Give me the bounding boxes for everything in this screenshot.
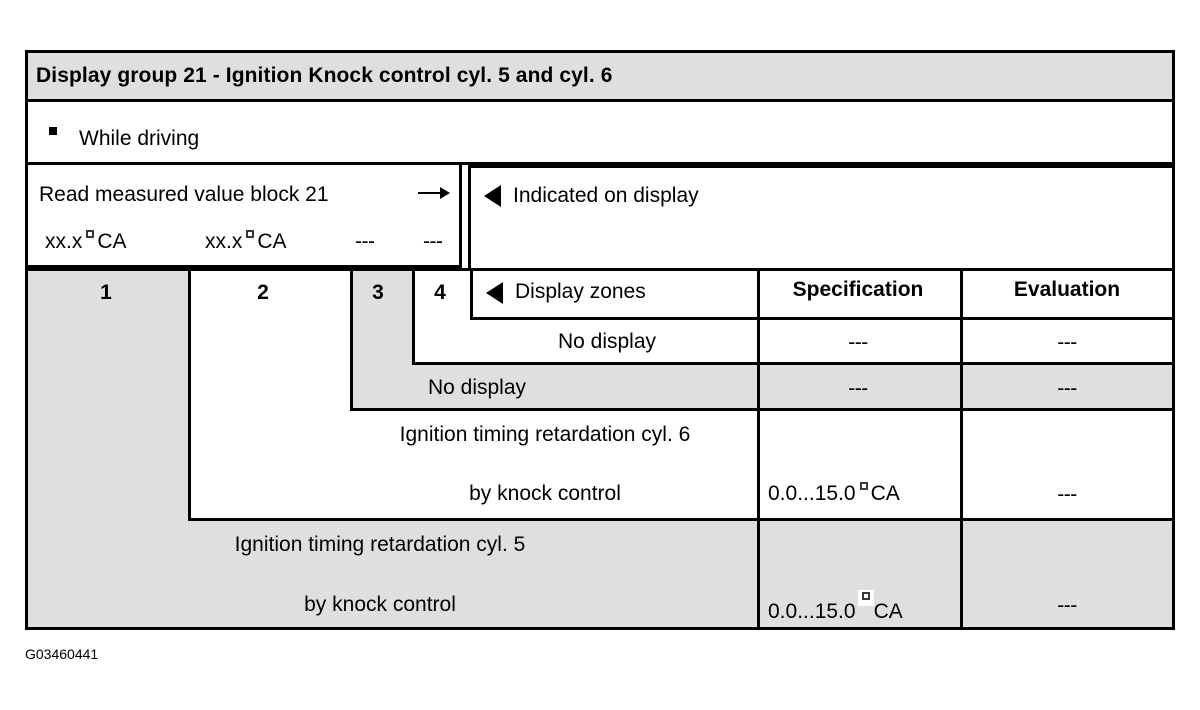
condition-row xyxy=(25,102,1175,165)
read-value-1-unit: CA xyxy=(97,230,127,253)
table-row xyxy=(412,365,1175,411)
condition-text: While driving xyxy=(79,127,200,150)
arrow-right-icon xyxy=(418,187,454,199)
triangle-left-icon xyxy=(484,185,501,207)
indicated-on-display-panel xyxy=(468,165,1175,268)
row-1-display-zone: No display xyxy=(557,330,657,353)
row-3-display-zone-line2: by knock control xyxy=(469,482,621,505)
row-4-specification: 0.0...15.0 CA xyxy=(768,590,903,623)
read-measured-value-panel xyxy=(25,165,462,268)
row-2-specification: --- xyxy=(848,377,868,400)
row-4-evaluation: --- xyxy=(1057,594,1077,617)
read-block-instruction: Read measured value block 21 xyxy=(39,183,329,206)
degree-symbol-icon xyxy=(857,590,874,606)
read-value-2: xx.x CA xyxy=(205,230,287,253)
table-row xyxy=(188,521,1175,630)
square-bullet-icon xyxy=(49,127,57,135)
field-number-3: 3 xyxy=(372,281,384,304)
row-3-spec-value: 0.0...15.0 xyxy=(768,482,856,505)
triangle-left-icon xyxy=(486,282,503,304)
row-4-display-zone-line2: by knock control xyxy=(304,593,456,616)
figure-id-label: G03460441 xyxy=(25,646,99,662)
row-2-divider-1 xyxy=(757,365,760,411)
title-text: Display group 21 - Ignition Knock contro… xyxy=(36,64,613,87)
read-value-1-number: xx.x xyxy=(45,230,83,253)
row-4-display-zone-line1: Ignition timing retardation cyl. 5 xyxy=(234,533,526,556)
field-column-1 xyxy=(25,268,188,630)
field-number-1: 1 xyxy=(100,281,112,304)
row-3-divider-2 xyxy=(960,411,963,521)
row-2-display-zone: No display xyxy=(427,376,527,399)
row-4-divider-2 xyxy=(960,521,963,630)
row-1-evaluation: --- xyxy=(1057,331,1077,354)
read-value-4: --- xyxy=(423,230,443,253)
read-value-1: xx.x CA xyxy=(45,230,127,253)
row-4-spec-unit: CA xyxy=(873,600,903,623)
read-value-3: --- xyxy=(355,230,375,253)
row-1-specification: --- xyxy=(848,331,868,354)
field-number-4: 4 xyxy=(434,281,446,304)
field-column-3 xyxy=(350,268,412,411)
row-1-divider-2 xyxy=(960,320,963,365)
header-divider-2 xyxy=(960,271,963,320)
table-header-row xyxy=(470,268,1175,320)
read-value-2-unit: CA xyxy=(257,230,287,253)
read-value-2-number: xx.x xyxy=(205,230,243,253)
degree-symbol-icon xyxy=(859,482,868,490)
row-3-evaluation: --- xyxy=(1057,483,1077,506)
row-3-divider-1 xyxy=(757,411,760,521)
field-column-2 xyxy=(188,268,350,521)
header-divider-1 xyxy=(757,271,760,320)
column-header-display-zones: Display zones xyxy=(515,280,646,303)
row-2-evaluation: --- xyxy=(1057,377,1077,400)
indicated-on-display-text: Indicated on display xyxy=(513,184,699,207)
row-4-divider-1 xyxy=(757,521,760,630)
degree-symbol-icon xyxy=(86,230,95,238)
row-4-spec-value: 0.0...15.0 xyxy=(768,600,856,623)
row-1-divider-1 xyxy=(757,320,760,365)
column-header-specification: Specification xyxy=(792,278,924,301)
column-header-evaluation: Evaluation xyxy=(1013,278,1121,301)
row-3-display-zone-line1: Ignition timing retardation cyl. 6 xyxy=(399,423,691,446)
table-row xyxy=(350,411,1175,521)
field-number-2: 2 xyxy=(257,281,269,304)
row-3-spec-unit: CA xyxy=(870,482,900,505)
degree-symbol-icon xyxy=(246,230,255,238)
row-2-divider-2 xyxy=(960,365,963,411)
title-bar xyxy=(25,50,1175,102)
row-3-specification: 0.0...15.0 CA xyxy=(768,482,900,505)
table-row xyxy=(412,320,1175,365)
